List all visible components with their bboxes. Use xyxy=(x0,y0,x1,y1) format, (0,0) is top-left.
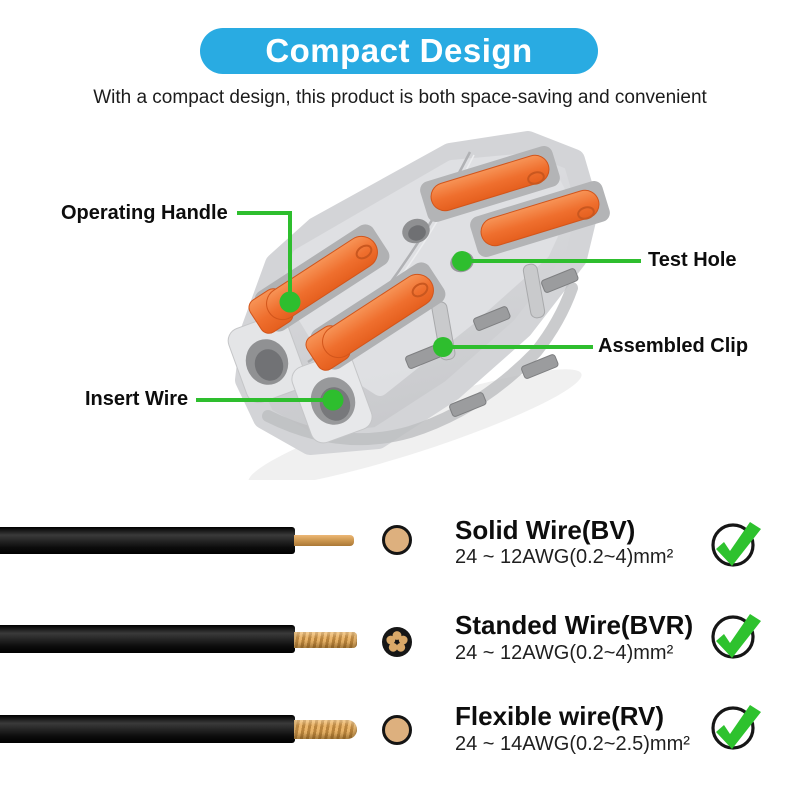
wire-type-spec: 24 ~ 12AWG(0.2~4)mm² xyxy=(455,642,674,664)
wire-type-name: Flexible wire(RV) xyxy=(455,701,665,731)
solid-wire-cross-section-icon xyxy=(382,525,412,555)
black-cable-illustration xyxy=(0,527,295,554)
callout-dots xyxy=(279,251,472,411)
callout-label-assembled-clip: Assembled Clip xyxy=(598,335,749,357)
flexible-wire-cross-section-icon xyxy=(382,715,412,745)
black-cable-illustration xyxy=(0,715,295,743)
title-banner: Compact Design xyxy=(200,28,598,74)
callout-label-insert-wire: Insert Wire xyxy=(85,388,189,410)
solid-copper-tip xyxy=(294,535,354,546)
wire-type-name: Solid Wire(BV) xyxy=(455,515,636,545)
flexible-copper-tip xyxy=(294,720,357,739)
connector-body xyxy=(227,131,610,480)
stranded-copper-tip xyxy=(294,632,357,648)
check-icon xyxy=(711,614,761,659)
stranded-wire-cross-section-icon xyxy=(382,627,412,657)
callout-lines xyxy=(196,211,641,402)
front-operating-levers xyxy=(248,224,446,371)
callout-label-test-hole: Test Hole xyxy=(648,249,737,271)
wire-entry-ports xyxy=(227,314,373,444)
callout-line-operating-handle xyxy=(237,211,292,298)
check-icon xyxy=(711,705,761,750)
wire-type-spec: 24 ~ 14AWG(0.2~2.5)mm² xyxy=(455,733,690,755)
callout-label-operating-handle: Operating Handle xyxy=(61,202,228,224)
side-vent-slots xyxy=(405,268,579,417)
wire-type-spec: 24 ~ 12AWG(0.2~4)mm² xyxy=(455,546,674,568)
connector-illustration xyxy=(196,131,641,480)
check-icon xyxy=(711,522,761,567)
page-title: Compact Design xyxy=(265,32,533,69)
wire-type-row-flexible: Flexible wire(RV) 24 ~ 14AWG(0.2~2.5)mm² xyxy=(0,695,800,757)
subtitle-text: With a compact design, this product is b… xyxy=(93,87,707,108)
wire-type-row-stranded: Standed Wire(BVR) 24 ~ 12AWG(0.2~4)mm² xyxy=(0,605,800,667)
rear-operating-levers xyxy=(420,145,610,258)
wire-type-name: Standed Wire(BVR) xyxy=(455,610,694,640)
wire-type-row-solid: Solid Wire(BV) 24 ~ 12AWG(0.2~4)mm² xyxy=(0,512,800,574)
black-cable-illustration xyxy=(0,625,295,653)
